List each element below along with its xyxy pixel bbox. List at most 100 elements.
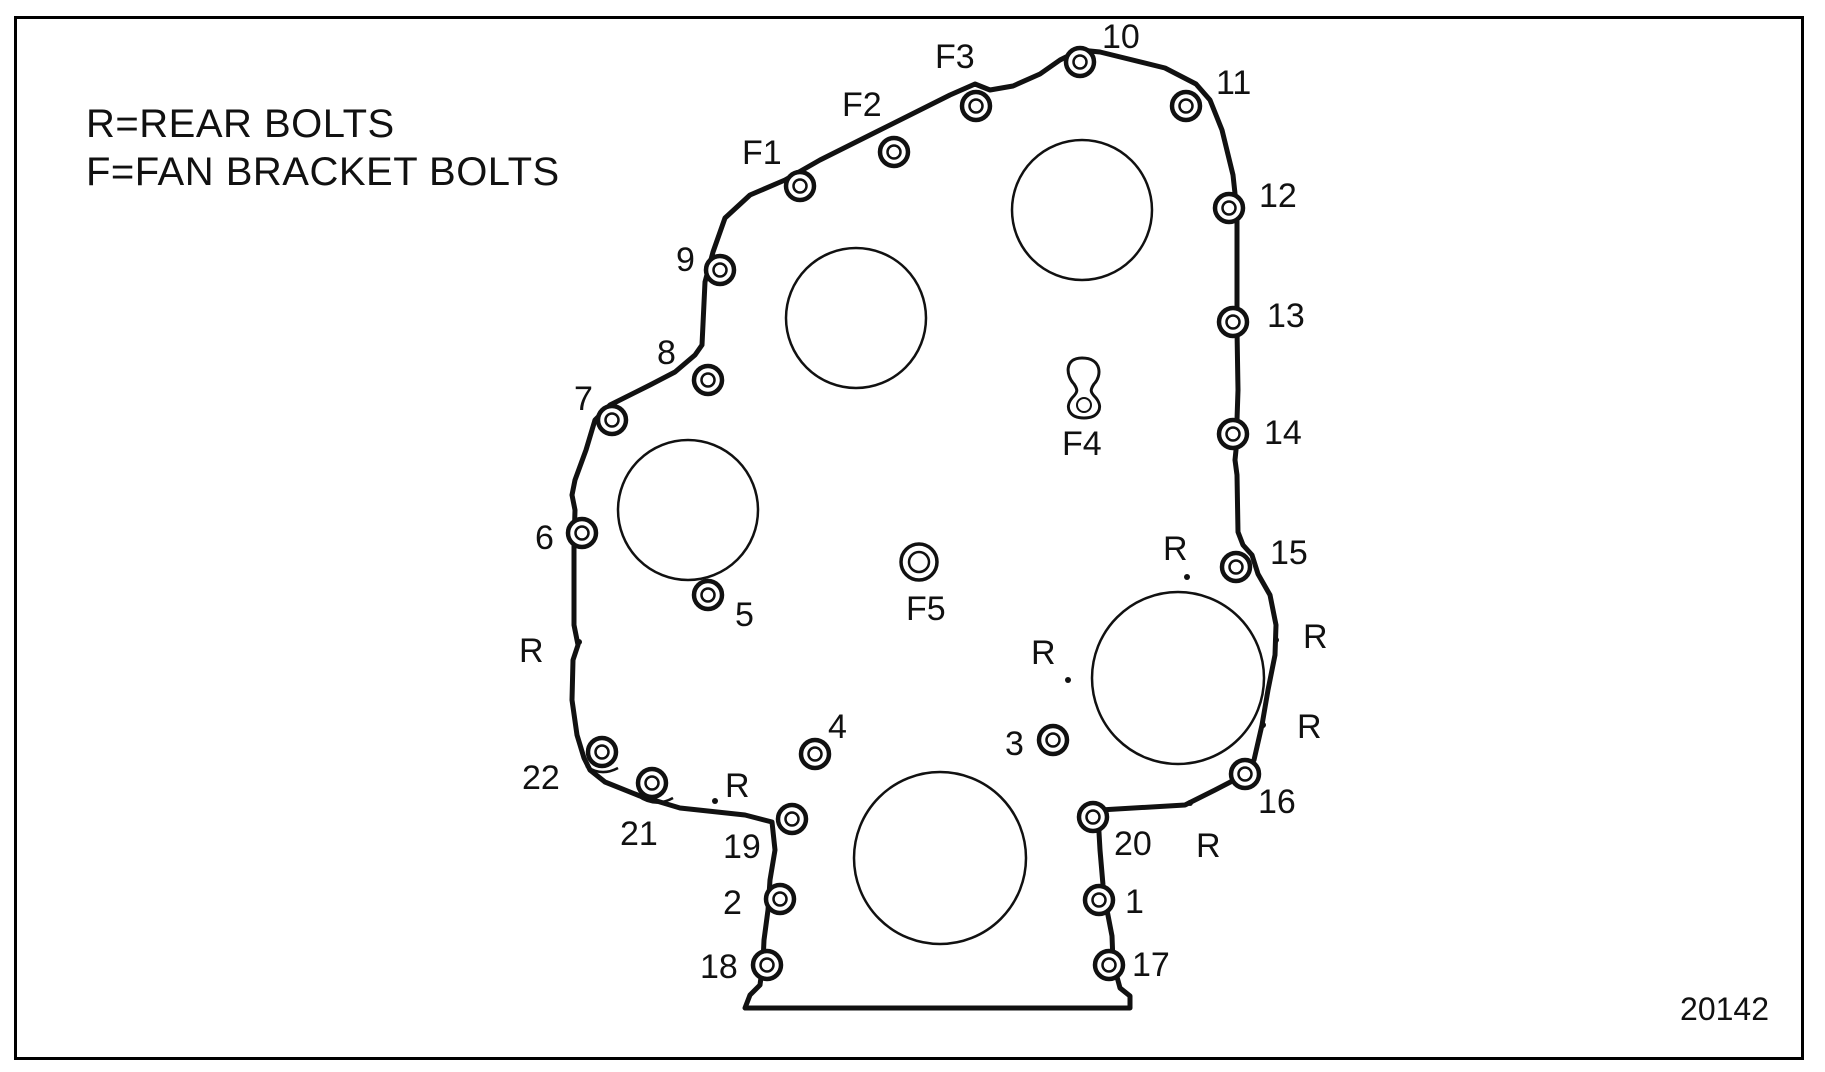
label-rear: R [1031, 634, 1056, 672]
bolt-17-hole [1101, 957, 1117, 973]
label-rear: R [519, 632, 544, 670]
label-bolt-11: 11 [1216, 64, 1251, 102]
bolt-10-head [1063, 45, 1097, 79]
label-bolt-20: 20 [1114, 825, 1152, 863]
rear-dot [1184, 574, 1190, 580]
opening-upper-center [784, 246, 928, 390]
legend-rear-bolts: R=REAR BOLTS [86, 102, 395, 146]
label-bolt-f2: F2 [842, 86, 882, 124]
opening-left [616, 438, 760, 582]
bolt-16-head [1228, 757, 1262, 791]
label-bolt-f3: F3 [935, 38, 975, 76]
bolt-21-head [635, 766, 669, 800]
bolt-f5-head [899, 542, 939, 582]
label-bolt-5: 5 [735, 596, 754, 634]
label-bolt-10: 10 [1102, 18, 1140, 56]
label-bolt-8: 8 [657, 334, 676, 372]
bolt-6-head [565, 516, 599, 550]
bolt-1-head [1082, 883, 1116, 917]
label-bolt-18: 18 [700, 948, 738, 986]
label-bolt-22: 22 [522, 759, 560, 797]
bolt-3-head [1036, 723, 1070, 757]
bolt-7-head [595, 403, 629, 437]
bolt-11-head [1169, 89, 1203, 123]
label-bolt-15: 15 [1270, 534, 1308, 572]
bolt-f1-head [783, 169, 817, 203]
bolt-14-head [1216, 417, 1250, 451]
bolt-3-hole [1045, 732, 1061, 748]
bolt-22-head [585, 735, 619, 769]
bolt-5-head [691, 578, 725, 612]
rear-dot [712, 798, 718, 804]
bolt-15-head [1219, 550, 1253, 584]
rear-dot [1260, 722, 1266, 728]
opening-upper-right [1010, 138, 1154, 282]
bolt-19-hole [784, 811, 800, 827]
label-bolt-f1: F1 [742, 134, 782, 172]
rear-bolt-dots [576, 574, 1279, 806]
bolt-f1-hole [792, 178, 808, 194]
label-rear: R [1297, 708, 1322, 746]
bolt-16-hole [1237, 766, 1253, 782]
bolt-10-hole [1072, 54, 1088, 70]
label-rear: R [725, 767, 750, 805]
bolt-12-hole [1221, 200, 1237, 216]
bolt-labels: 10 F3 11 F2 F1 12 9 13 8 7 14 F4 6 R 15 … [519, 18, 1328, 986]
legend-fan-bracket-bolts: F=FAN BRACKET BOLTS [86, 150, 560, 194]
bolt-4-head [798, 737, 832, 771]
label-bolt-f4: F4 [1062, 425, 1102, 463]
openings [616, 138, 1266, 946]
label-rear: R [1163, 530, 1188, 568]
label-bolt-19: 19 [723, 828, 761, 866]
legend: R=REAR BOLTS F=FAN BRACKET BOLTS [86, 100, 560, 196]
bolt-5-hole [700, 587, 716, 603]
bolt-2-hole [772, 891, 788, 907]
rear-dot [1187, 800, 1193, 806]
bolt-11-hole [1178, 98, 1194, 114]
bolt-19-head [775, 802, 809, 836]
bolt-13-hole [1225, 314, 1241, 330]
label-bolt-13: 13 [1267, 297, 1305, 335]
label-bolt-7: 7 [574, 380, 593, 418]
bolt-12-head [1212, 191, 1246, 225]
label-bolt-2: 2 [723, 884, 742, 922]
bolt-20-hole [1085, 809, 1101, 825]
bolt-washer-arcs [585, 764, 674, 804]
label-bolt-4: 4 [828, 708, 847, 746]
f4-bolt-hole [1076, 397, 1092, 413]
label-rear: R [1196, 827, 1221, 865]
bolt-14-hole [1225, 426, 1241, 442]
bolt-2-head [763, 882, 797, 916]
rear-dot [1065, 677, 1071, 683]
label-bolt-14: 14 [1264, 414, 1302, 452]
bolt-6-hole [574, 525, 590, 541]
bolt-15-hole [1228, 559, 1244, 575]
bolt-7-hole [604, 412, 620, 428]
bolt-9-head [703, 253, 737, 287]
bolt-18-hole [759, 957, 775, 973]
label-bolt-1: 1 [1125, 883, 1144, 921]
bolt-21-hole [644, 775, 660, 791]
opening-bottom [852, 770, 1028, 946]
label-bolt-16: 16 [1258, 783, 1296, 821]
label-bolt-3: 3 [1005, 725, 1024, 763]
opening-right [1090, 590, 1266, 766]
washer-arc-22 [585, 764, 619, 774]
cover-outline [569, 47, 1279, 1011]
bolt-heads [565, 45, 1262, 982]
bolt-f3-hole [968, 98, 984, 114]
bolt-22-hole [594, 744, 610, 760]
label-bolt-17: 17 [1132, 946, 1170, 984]
bolt-9-hole [712, 262, 728, 278]
label-bolt-9: 9 [676, 241, 695, 279]
bolt-8-hole [700, 372, 716, 388]
bolt-f5-hole [907, 550, 931, 574]
figure-number: 20142 [1680, 991, 1769, 1027]
rear-dot [1273, 637, 1279, 643]
bolt-20-head [1076, 800, 1110, 834]
figure-frame [14, 16, 1804, 1060]
bolt-1-hole [1091, 892, 1107, 908]
label-bolt-f5: F5 [906, 590, 946, 628]
